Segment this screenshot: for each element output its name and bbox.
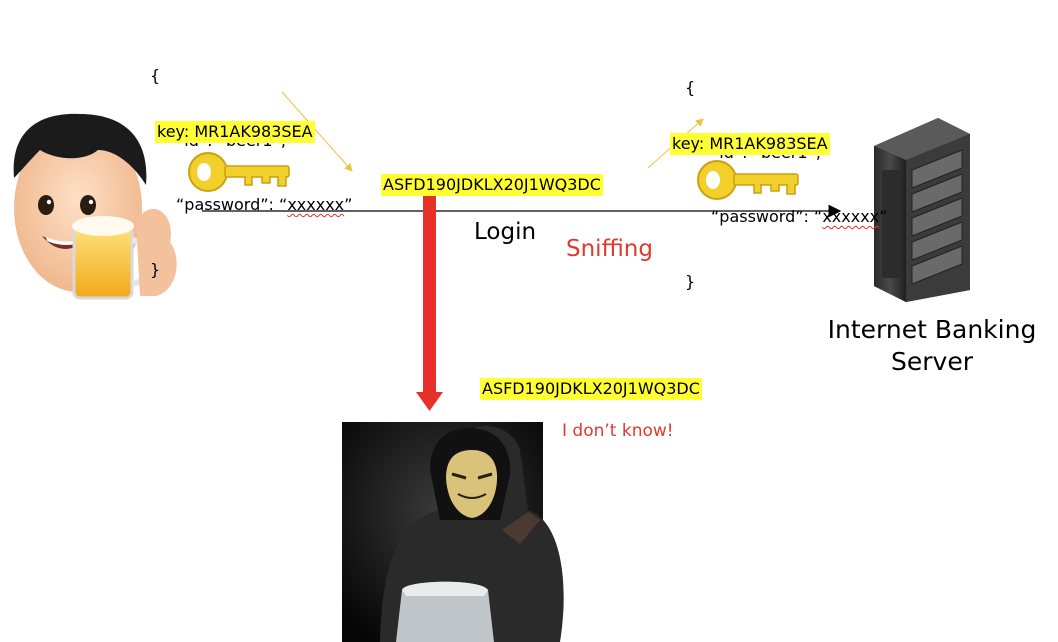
user-avatar-icon <box>13 113 177 300</box>
sniffing-arrow <box>416 196 443 411</box>
json-password-key: “password”: <box>711 207 815 226</box>
json-close-brace: } <box>150 259 161 279</box>
left-key-label: key: MR1AK983SEA <box>155 121 315 143</box>
attacker-note: I don’t know! <box>562 421 674 441</box>
sniffing-label: Sniffing <box>566 236 653 262</box>
json-open-brace: { <box>150 66 161 85</box>
json-close-brace: } <box>685 271 696 291</box>
json-password-value: xxxxxx <box>287 195 345 214</box>
left-json-payload: { “id”: “beer1”, “password”: “xxxxxx” } <box>150 22 352 302</box>
json-password-line: “password”: “xxxxxx” <box>150 194 352 216</box>
json-password-value: xxxxxx <box>822 207 880 226</box>
json-password-quote-close: ” <box>344 195 353 214</box>
hacker-image-icon <box>342 422 564 642</box>
key-icon <box>697 160 799 200</box>
ciphertext-in-transit: ASFD190JDKLX20J1WQ3DC <box>381 174 603 196</box>
server-label-line1: Internet Banking <box>827 315 1037 344</box>
server-rack-icon <box>874 118 970 302</box>
right-key-label: key: MR1AK983SEA <box>670 133 830 155</box>
json-password-quote-open: “ <box>814 207 823 226</box>
server-label: Internet Banking Server <box>817 314 1047 378</box>
login-label: Login <box>474 219 537 245</box>
encrypt-annotation-arrow <box>281 91 353 172</box>
json-password-quote-close: ” <box>879 207 888 226</box>
json-password-quote-open: “ <box>279 195 288 214</box>
right-json-payload: { “id”: “beer1”, “password”: “xxxxxx” } <box>685 34 887 314</box>
ciphertext-captured: ASFD190JDKLX20J1WQ3DC <box>480 378 702 400</box>
json-open-brace: { <box>685 78 696 97</box>
json-password-key: “password”: <box>176 195 280 214</box>
key-icon <box>188 152 290 192</box>
json-password-line: “password”: “xxxxxx” <box>685 206 887 228</box>
server-label-line2: Server <box>891 347 973 376</box>
